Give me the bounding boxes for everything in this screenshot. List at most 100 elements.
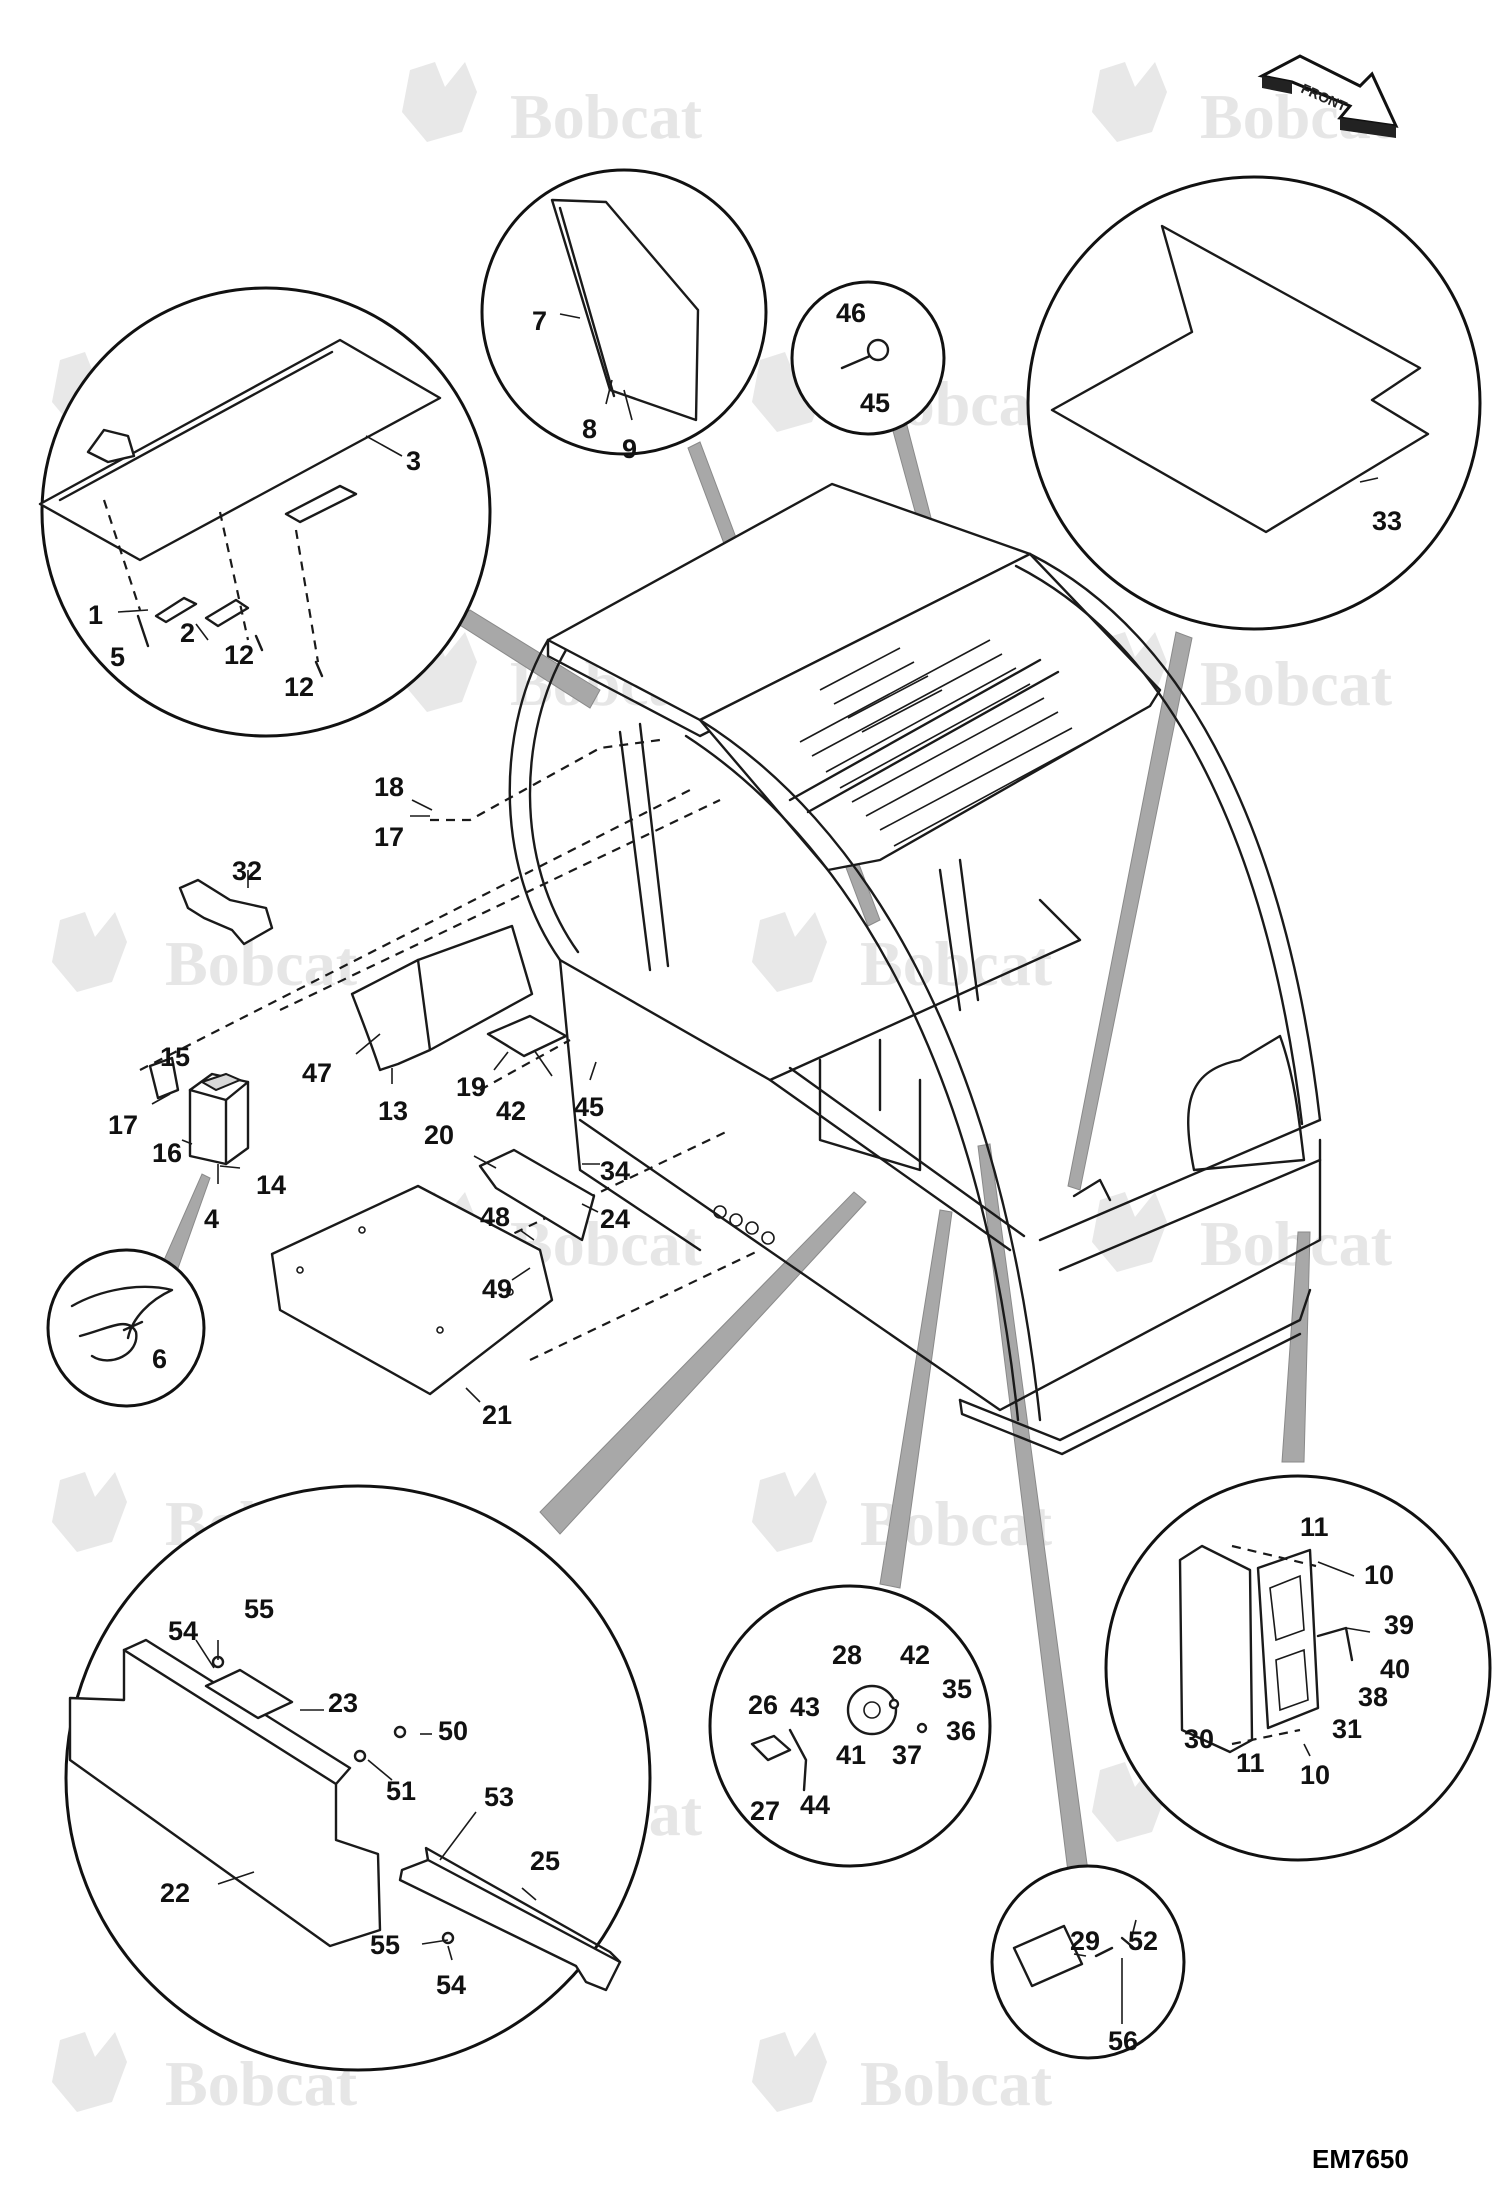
part-29-plate: [1012, 1924, 1084, 1988]
bobcat-logo-icon: [752, 1472, 827, 1552]
callout-44: 44: [800, 1790, 830, 1820]
part-31-bracket: [1256, 1548, 1320, 1730]
callout-5: 5: [110, 642, 125, 672]
callout-11-upper: 11: [1300, 1512, 1329, 1542]
part-1-grommet: [154, 596, 198, 624]
callout-50: 50: [438, 1716, 468, 1746]
callout-7: 7: [532, 306, 547, 336]
callout-37: 37: [892, 1740, 922, 1770]
callout-55-upper: 55: [244, 1594, 274, 1624]
roof-grille-slots: [799, 639, 1087, 847]
watermark: Bobcat: [752, 912, 1053, 999]
callout-42-main: 42: [496, 1096, 526, 1126]
callout-17-lower: 17: [108, 1110, 138, 1140]
callout-13: 13: [378, 1096, 408, 1126]
part-28-disc: [846, 1684, 898, 1736]
callout-36: 36: [946, 1716, 976, 1746]
callout-47: 47: [302, 1058, 332, 1088]
detail-rear-panel: [480, 168, 768, 456]
callout-51: 51: [386, 1776, 416, 1806]
part-26-latch: [750, 1734, 792, 1762]
callout-4: 4: [204, 1204, 219, 1234]
callout-6: 6: [152, 1344, 167, 1374]
pointer-detail-28: [879, 1209, 953, 1589]
bobcat-logo-icon: [52, 2032, 127, 2112]
watermark-text: Bobcat: [1200, 648, 1393, 719]
callout-21: 21: [482, 1400, 512, 1430]
callout-56: 56: [1108, 2026, 1138, 2056]
part-15-bracket: [148, 1056, 180, 1100]
callout-30: 30: [1184, 1724, 1214, 1754]
pointer-detail-30: [1281, 1231, 1311, 1463]
watermark-text: Bobcat: [165, 928, 358, 999]
callout-54-upper: 54: [168, 1616, 198, 1646]
callout-26: 26: [748, 1690, 778, 1720]
part-14-module: [188, 1072, 250, 1166]
bobcat-logo-icon: [752, 912, 827, 992]
callout-43: 43: [790, 1692, 820, 1722]
part-32-bracket: [178, 878, 274, 946]
callout-3: 3: [406, 446, 421, 476]
front-curved-pillar: [698, 718, 1042, 1422]
bobcat-logo-icon: [402, 62, 477, 142]
callout-35: 35: [942, 1674, 972, 1704]
callout-17-upper: 17: [374, 822, 404, 852]
exploded-parts: [139, 738, 761, 1396]
callout-16: 16: [152, 1138, 182, 1168]
callout-labels: 1 2 3 4 5 6 7 8 9 10 10 11 11 12 12 13 1…: [88, 298, 1414, 2056]
callout-24: 24: [600, 1204, 630, 1234]
part-19-plate: [486, 1014, 568, 1058]
detail-roof-liner: [38, 286, 492, 738]
part-33-headliner: [1050, 224, 1430, 534]
part-3-liner: [38, 338, 442, 562]
base-plate: [958, 1288, 1312, 1442]
pointer-detail-22: [539, 1191, 867, 1535]
side-panel-holes: [713, 1205, 775, 1245]
right-side-frame: [1028, 552, 1322, 1122]
callout-55-lower: 55: [370, 1930, 400, 1960]
callout-28: 28: [832, 1640, 862, 1670]
callout-48: 48: [480, 1202, 510, 1232]
speaker-bracket: [86, 428, 136, 464]
callout-10-upper: 10: [1364, 1560, 1394, 1590]
callout-19: 19: [456, 1072, 486, 1102]
bobcat-logo-icon: [52, 1472, 127, 1552]
callout-54-lower: 54: [436, 1970, 466, 2000]
callout-45-main: 45: [574, 1092, 604, 1122]
cab-frame: [508, 482, 1322, 1456]
detail-wire-harness: [46, 1248, 206, 1408]
watermark-text: Bobcat: [510, 81, 703, 152]
callout-25: 25: [530, 1846, 560, 1876]
pointer-detail-33: [1067, 631, 1193, 1191]
detail-console-panels: [64, 1484, 652, 2072]
right-window-frame: [1187, 1034, 1306, 1172]
callout-14: 14: [256, 1170, 286, 1200]
bobcat-logo-icon: [1092, 1192, 1167, 1272]
detail-door-latch: [708, 1584, 992, 1868]
callout-45-detail: 45: [860, 388, 890, 418]
callout-49: 49: [482, 1274, 512, 1304]
callout-2: 2: [180, 618, 195, 648]
watermark: Bobcat: [402, 62, 703, 152]
callout-29: 29: [1070, 1926, 1100, 1956]
callout-1: 1: [88, 600, 103, 630]
detail-fastener: [790, 280, 946, 436]
callout-52: 52: [1128, 1926, 1158, 1956]
callout-12-b: 12: [284, 672, 314, 702]
part-7-panel: [550, 198, 700, 422]
detail-label-plate: [990, 1864, 1186, 2060]
roof-crossbar: [788, 658, 1042, 802]
callout-23: 23: [328, 1688, 358, 1718]
callout-34: 34: [600, 1156, 630, 1186]
bobcat-logo-icon: [752, 2032, 827, 2112]
callout-38: 38: [1358, 1682, 1388, 1712]
bobcat-logo-icon: [1092, 62, 1167, 142]
callout-11-lower: 11: [1236, 1748, 1265, 1778]
callout-39: 39: [1384, 1610, 1414, 1640]
callout-20: 20: [424, 1120, 454, 1150]
detail-door-hinge: [1104, 1474, 1492, 1862]
callout-32: 32: [232, 856, 262, 886]
part-20-panel: [478, 1148, 596, 1242]
callout-22: 22: [160, 1878, 190, 1908]
